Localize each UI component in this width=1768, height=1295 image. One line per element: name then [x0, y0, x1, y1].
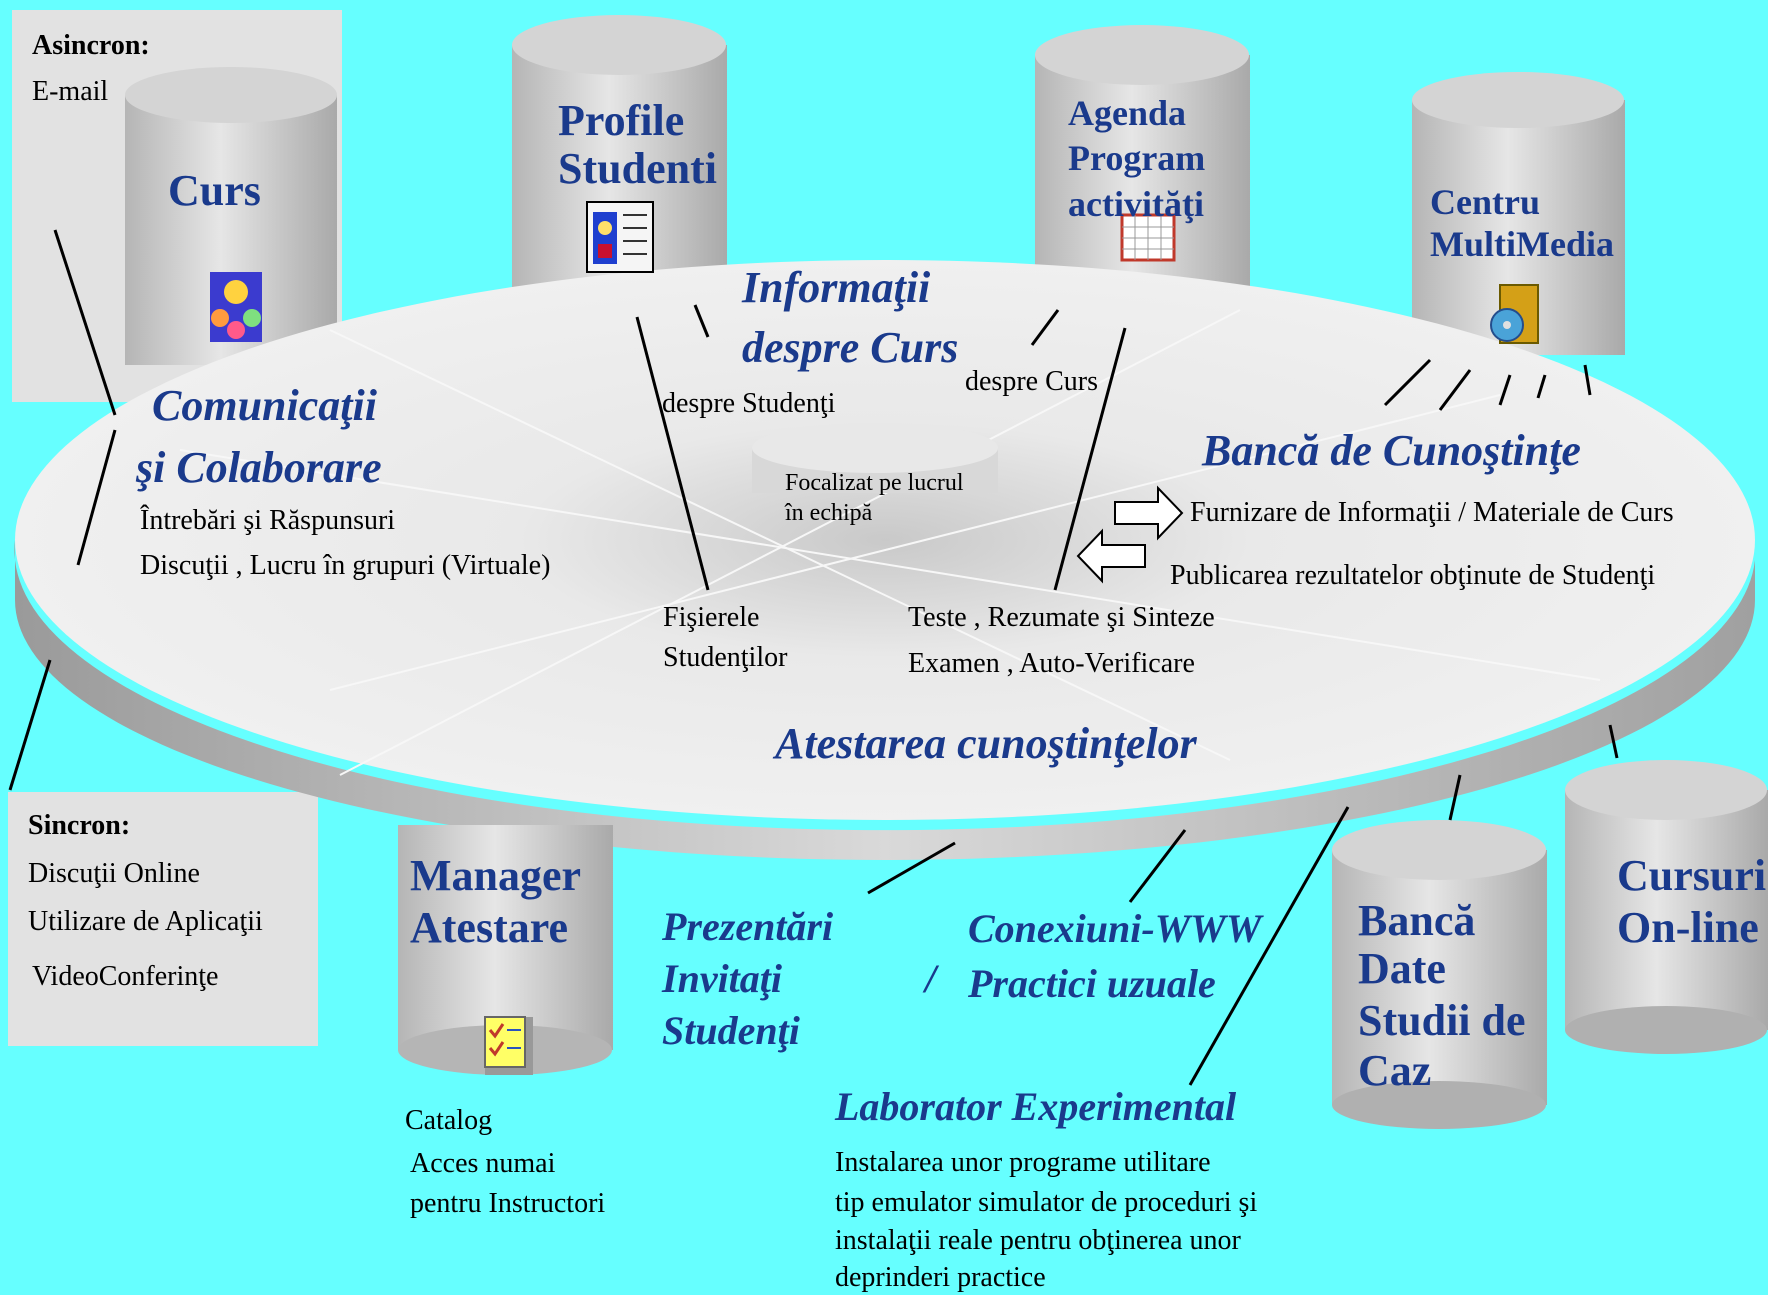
despre-curs: despre Curs — [965, 366, 1098, 397]
asincron-email: E-mail — [32, 76, 109, 107]
conexiuni-label-1: Conexiuni-WWW — [968, 906, 1262, 951]
slash-label: / — [925, 956, 937, 1001]
banca-date-label-3: Studii de — [1358, 996, 1526, 1045]
calendar-icon — [1120, 213, 1176, 262]
catalog-label: Acces numai — [410, 1148, 556, 1179]
sincron-item: Discuţii Online — [28, 858, 200, 889]
informatii-title-1: Informaţii — [742, 263, 931, 312]
curs-cylinder-label: Curs — [168, 166, 261, 215]
teste-label-1: Teste , Rezumate şi Sinteze — [908, 602, 1215, 633]
comunicatii-item: Întrebări şi Răspunsuri — [140, 505, 396, 536]
multimedia-cd-icon — [1490, 284, 1539, 344]
agenda-cylinder-label-1: Agenda — [1068, 93, 1187, 133]
connector-lines — [8, 229, 1619, 1086]
catalog-label: Catalog — [405, 1105, 493, 1136]
conexiuni-label-2: Practici uzuale — [968, 961, 1216, 1006]
fisierele-label-2: Studenţilor — [663, 642, 788, 673]
agenda-cylinder-label-3: activităţi — [1068, 184, 1204, 224]
comunicatii-title-2: şi Colaborare — [136, 443, 382, 492]
prezentari-label-2: Invitaţi — [662, 956, 783, 1001]
manager-cylinder-label-2: Atestare — [410, 903, 568, 952]
people-icon — [210, 272, 262, 342]
cursuri-label-1: Cursuri — [1617, 851, 1767, 900]
banca-date-cylinder — [1332, 820, 1547, 1129]
profile-cylinder-label-1: Profile — [558, 96, 685, 145]
laborator-title: Laborator Experimental — [835, 1084, 1237, 1129]
manager-cylinder — [398, 825, 613, 1075]
cursuri-label-2: On-line — [1617, 903, 1759, 952]
asincron-title: Asincron: — [32, 30, 150, 61]
profile-cylinder-label-2: Studenti — [558, 144, 717, 193]
centru-cylinder-label-2: MultiMedia — [1430, 224, 1614, 264]
comunicatii-title-1: Comunicaţii — [152, 381, 377, 430]
catalog-label: pentru Instructori — [410, 1188, 606, 1219]
banca-date-label-1: Bancă — [1358, 896, 1476, 945]
platform-disk — [14, 260, 1756, 860]
sincron-item: VideoConferinţe — [32, 961, 219, 992]
prezentari-label-1: Prezentări — [662, 904, 834, 949]
sincron-title: Sincron: — [28, 810, 131, 841]
fisierele-label-1: Fişierele — [663, 602, 760, 633]
prezentari-label-3: Studenţi — [662, 1008, 800, 1053]
teste-label-2: Examen , Auto-Verificare — [908, 648, 1195, 679]
arrow-right-icon — [1114, 485, 1184, 541]
sincron-item: Utilizare de Aplicaţii — [28, 906, 263, 937]
publicarea-label: Publicarea rezultatelor obţinute de Stud… — [1170, 560, 1656, 591]
banca-cunostinte-title: Bancă de Cunoştinţe — [1202, 426, 1581, 475]
centru-cylinder-label-1: Centru — [1430, 182, 1540, 222]
agenda-cylinder-label-2: Program — [1068, 138, 1206, 178]
banca-date-label-4: Caz — [1358, 1046, 1432, 1095]
comunicatii-item: Discuţii , Lucru în grupuri (Virtuale) — [140, 550, 551, 581]
banca-date-label-2: Date — [1358, 944, 1446, 993]
furnizare-label: Furnizare de Informaţii / Materiale de C… — [1190, 497, 1674, 528]
sincron-box — [8, 792, 318, 1046]
profile-card-icon — [586, 201, 654, 273]
center-label-2: în echipă — [785, 500, 873, 526]
laborator-desc: instalaţii reale pentru obţinerea unor — [835, 1225, 1241, 1256]
manager-cylinder-label-1: Manager — [410, 851, 582, 900]
laborator-desc: Instalarea unor programe utilitare — [835, 1147, 1211, 1178]
arrow-left-icon — [1076, 528, 1146, 584]
cursuri-cylinder — [1565, 760, 1768, 1054]
atestarea-title: Atestarea cunoştinţelor — [775, 719, 1197, 768]
checklist-icon — [484, 1016, 533, 1075]
laborator-desc: tip emulator simulator de proceduri şi — [835, 1187, 1258, 1218]
center-label-1: Focalizat pe lucrul — [785, 470, 964, 496]
laborator-desc: deprinderi practice — [835, 1262, 1046, 1293]
informatii-title-2: despre Curs — [742, 323, 959, 372]
despre-studenti: despre Studenţi — [662, 388, 836, 419]
